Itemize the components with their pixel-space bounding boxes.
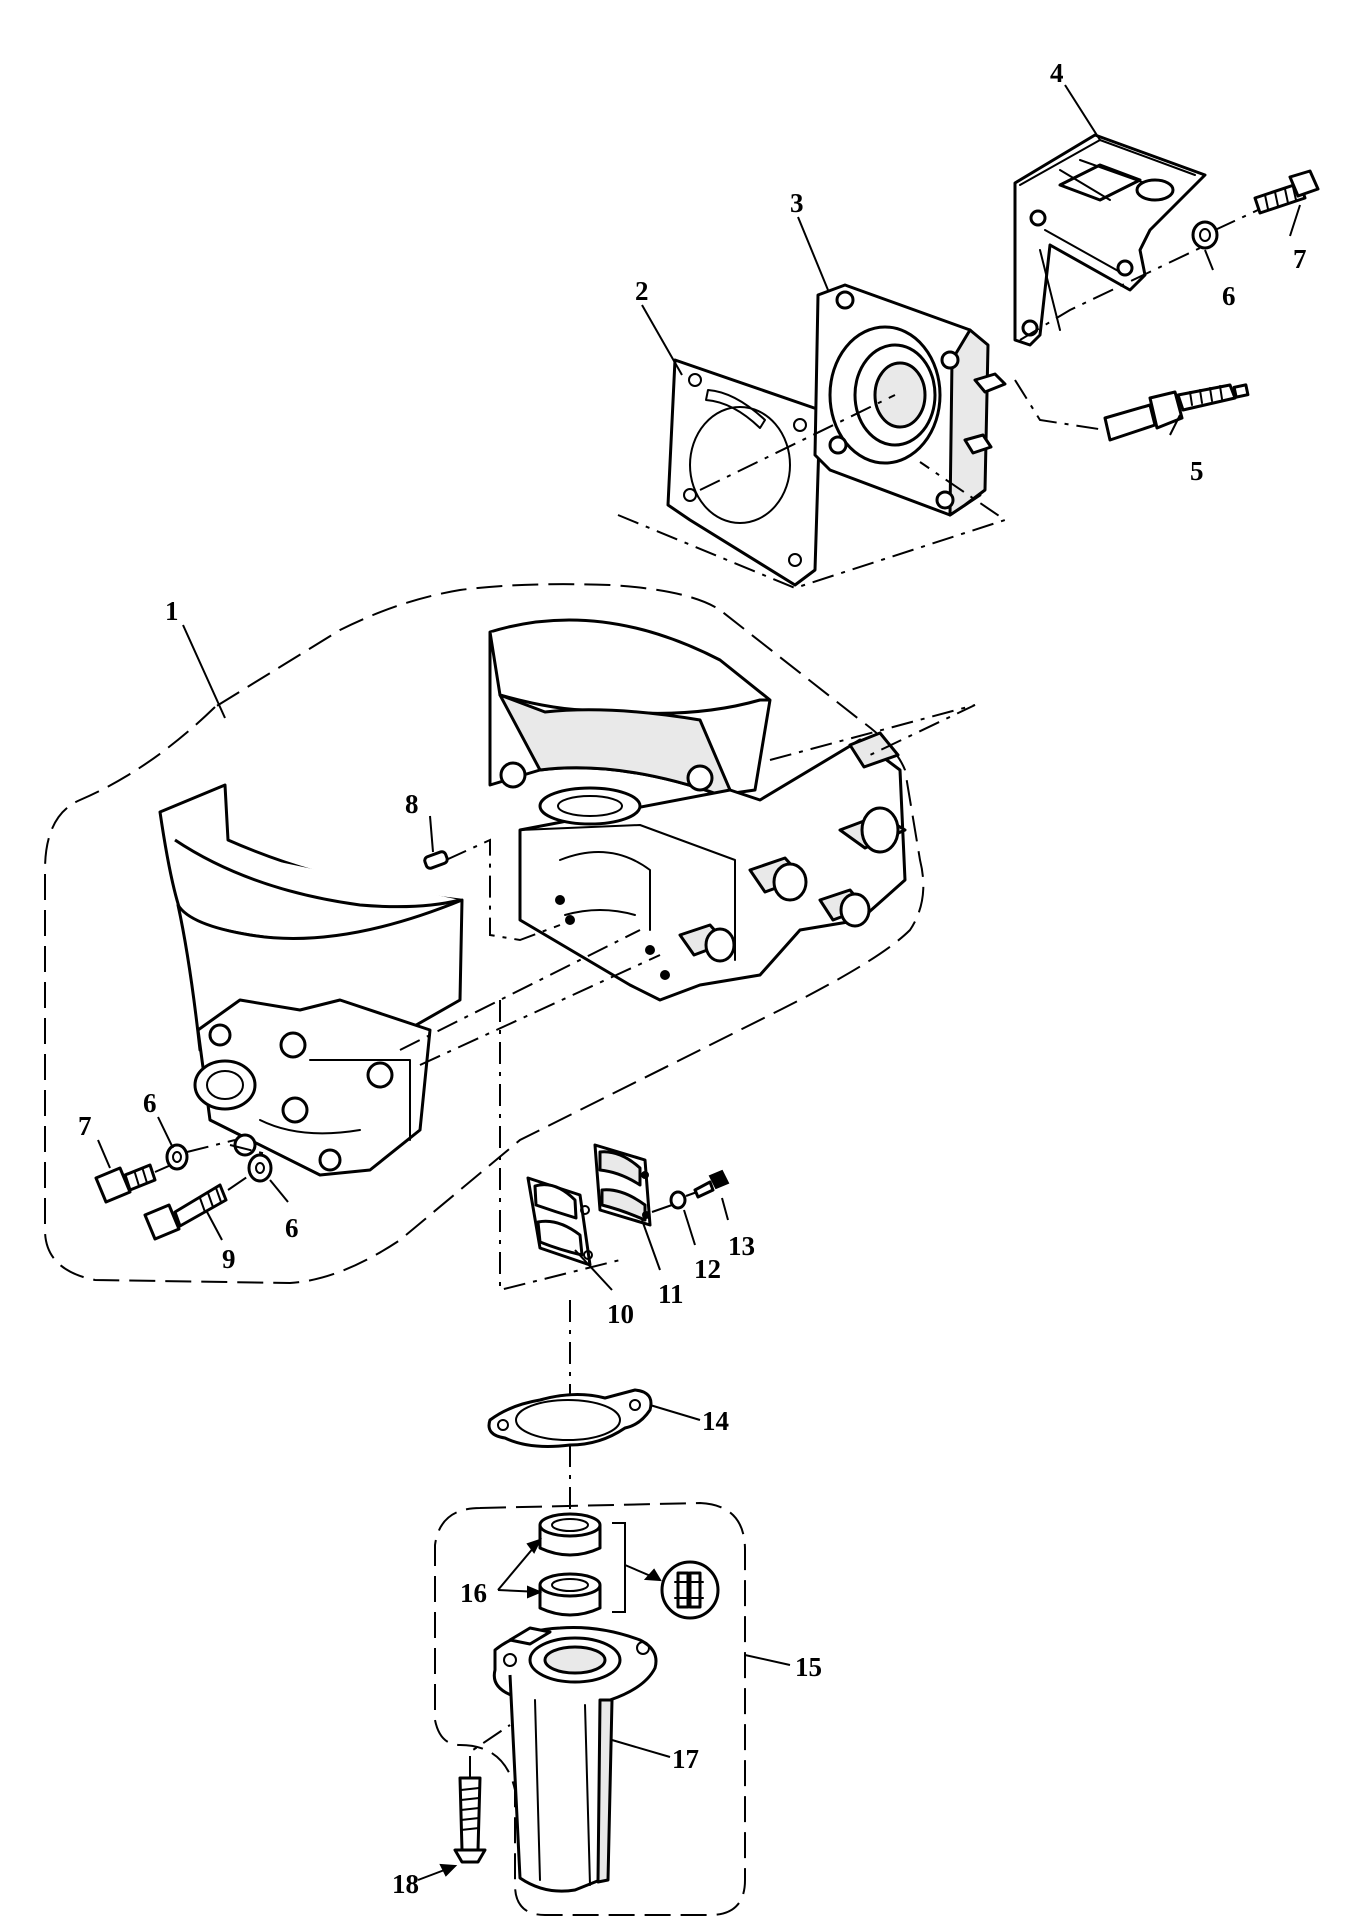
- callout-14: 14: [702, 1406, 729, 1436]
- callout-16: 16: [460, 1578, 487, 1608]
- bushing: [538, 1572, 602, 1617]
- reed-valve-stopper: [593, 1143, 652, 1227]
- callout-6-lower: 6: [285, 1213, 299, 1243]
- bolt: [1253, 169, 1320, 215]
- callout-17: 17: [672, 1744, 699, 1774]
- screw: [693, 1169, 730, 1199]
- bearing-housing: [813, 283, 1007, 517]
- callout-2: 2: [635, 276, 649, 306]
- crankcase-lower-half: [158, 783, 464, 1177]
- callout-7-left: 7: [78, 1111, 92, 1141]
- crankcase-assembly-boundary: [44, 583, 925, 1285]
- lock-washer: [669, 1190, 687, 1210]
- bolt: [94, 1163, 157, 1204]
- callout-11: 11: [658, 1279, 684, 1309]
- callout-18: 18: [392, 1869, 419, 1899]
- washer: [165, 1143, 189, 1171]
- callout-12: 12: [694, 1254, 721, 1284]
- callout-7-top: 7: [1293, 244, 1307, 274]
- long-bolt: [143, 1183, 228, 1241]
- driveshaft-housing: [492, 1626, 658, 1893]
- driveshaft-housing-boundary: [434, 1501, 746, 1916]
- callout-5: 5: [1190, 456, 1204, 486]
- washer: [247, 1153, 273, 1183]
- housing-gasket: [487, 1388, 653, 1448]
- spark-plug: [1103, 383, 1250, 442]
- bushing: [538, 1512, 602, 1557]
- callout-10: 10: [607, 1299, 634, 1329]
- callout-9: 9: [222, 1244, 236, 1274]
- callout-13: 13: [728, 1231, 755, 1261]
- reed-valve-plate: [526, 1176, 593, 1267]
- callout-8: 8: [405, 789, 419, 819]
- callout-1: 1: [165, 596, 179, 626]
- washer: [1191, 220, 1219, 250]
- callout-15: 15: [795, 1652, 822, 1682]
- callout-6-left: 6: [143, 1088, 157, 1118]
- bushing-detail-callout: [660, 1560, 720, 1620]
- crankcase-upper-half: [488, 618, 907, 1002]
- dowel-pin: [423, 850, 449, 870]
- callout-4: 4: [1050, 58, 1064, 88]
- callout-3: 3: [790, 188, 804, 218]
- countersunk-screw: [453, 1776, 487, 1864]
- gasket-plate: [666, 358, 822, 587]
- callout-6-top: 6: [1222, 281, 1236, 311]
- mounting-bracket: [1013, 133, 1207, 347]
